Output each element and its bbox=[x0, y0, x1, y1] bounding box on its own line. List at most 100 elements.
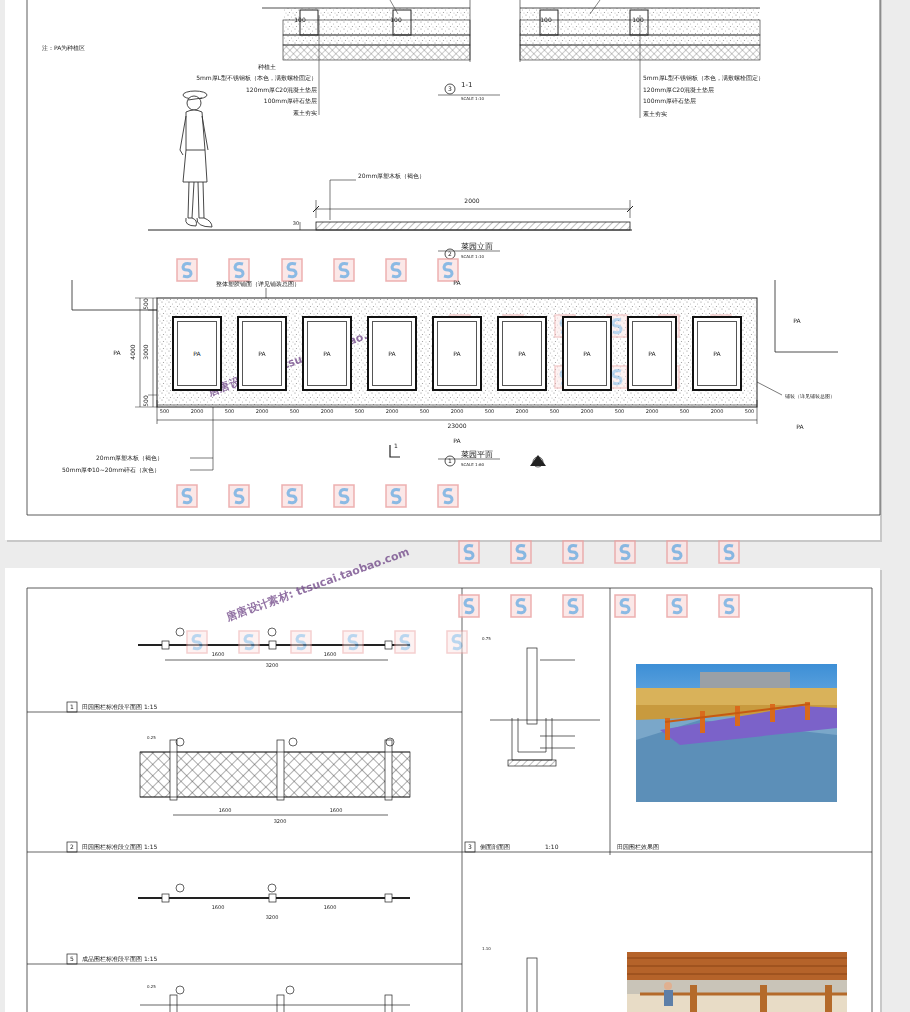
callout-number: 1 bbox=[70, 704, 74, 711]
material-label: 120mm厚C20混凝土垫层 bbox=[643, 87, 714, 94]
level-text: 0.25 bbox=[147, 985, 156, 989]
dimension-text: 500 bbox=[420, 409, 430, 415]
planting-box: PA bbox=[172, 316, 222, 391]
person-figure bbox=[180, 91, 212, 227]
dimension-text: 1600 bbox=[330, 808, 343, 814]
planting-box: PA bbox=[302, 316, 352, 391]
dimension-text: 500 bbox=[225, 409, 235, 415]
plan-drawing bbox=[72, 280, 838, 470]
dimension-text: 23000 bbox=[447, 423, 466, 430]
drawing-title: 1-1 bbox=[461, 82, 472, 90]
planting-box: PA bbox=[627, 316, 677, 391]
dimension-text: 1600 bbox=[212, 905, 225, 911]
dimension-text: 30 bbox=[293, 221, 299, 227]
dimension-text: 2000 bbox=[711, 409, 724, 415]
planting-box: PA bbox=[237, 316, 287, 391]
dimension-text: 500 bbox=[143, 298, 150, 309]
section-mark: 1 bbox=[394, 443, 398, 450]
dimension-text: 2000 bbox=[646, 409, 659, 415]
scale-text: SCALE 1:60 bbox=[461, 463, 484, 467]
material-label: 种植土 bbox=[258, 64, 276, 71]
section-detail bbox=[262, 0, 760, 118]
dimension-text: 3200 bbox=[266, 915, 279, 921]
dimension-text: 1600 bbox=[219, 808, 232, 814]
dimension-text: 3200 bbox=[274, 819, 287, 825]
area-label: PA bbox=[713, 350, 720, 357]
dimension-text: 2000 bbox=[516, 409, 529, 415]
planting-box: PA bbox=[367, 316, 417, 391]
dimension-text: 4000 bbox=[130, 344, 137, 359]
scale-text: 1:10 bbox=[545, 844, 558, 851]
planting-box: PA bbox=[692, 316, 742, 391]
material-label: 20mm厚塑木板（褐色） bbox=[358, 173, 425, 180]
dimension-text: 100 bbox=[294, 17, 305, 24]
area-label: PA bbox=[583, 350, 590, 357]
material-label: 铺装（详见铺装总图） bbox=[785, 394, 835, 400]
material-label: 整体塑胶铺面（详见铺装总图） bbox=[216, 281, 300, 288]
dimension-text: 2000 bbox=[464, 198, 479, 205]
area-label: PA bbox=[193, 350, 200, 357]
elevation-drawing bbox=[148, 180, 633, 259]
area-label: PA bbox=[388, 350, 395, 357]
scale-text: SCALE 1:10 bbox=[461, 97, 484, 101]
dimension-text: 500 bbox=[290, 409, 300, 415]
material-label: 120mm厚C20混凝土垫层 bbox=[246, 87, 317, 94]
dimension-text: 2000 bbox=[256, 409, 269, 415]
dimension-text: 1600 bbox=[212, 652, 225, 658]
material-label: 5mm厚L型不锈钢板（本色，满敷螺栓固定） bbox=[196, 75, 317, 82]
drawing-title: 成品围栏标准段平面图 1:15 bbox=[82, 956, 157, 963]
watermark: 唐唐设计素材: ttsucai.taobao.com bbox=[207, 321, 393, 399]
scale-text: SCALE 1:10 bbox=[461, 255, 484, 259]
dimension-text: 500 bbox=[680, 409, 690, 415]
drawing-title: 田园围栏效果图 bbox=[617, 844, 659, 851]
dimension-text: 2000 bbox=[321, 409, 334, 415]
callout-number: 5 bbox=[70, 956, 74, 963]
dimension-text: 3000 bbox=[143, 344, 150, 359]
material-label: 素土夯实 bbox=[643, 111, 667, 118]
dimension-text: 500 bbox=[745, 409, 755, 415]
dimension-text: 500 bbox=[355, 409, 365, 415]
material-label: 100mm厚碎石垫层 bbox=[264, 98, 317, 105]
fence-photo bbox=[627, 664, 847, 1012]
drawing-title: 菜园立面 bbox=[461, 243, 493, 252]
area-label: PA bbox=[453, 438, 460, 445]
area-label: PA bbox=[453, 350, 460, 357]
material-label: 20mm厚塑木板（褐色） bbox=[96, 455, 163, 462]
watermark: 唐唐设计素材: ttsucai.taobao.com bbox=[225, 546, 411, 624]
dimension-text: 100 bbox=[632, 17, 643, 24]
note-text: 注：PA为种植区 bbox=[42, 45, 85, 52]
dimension-text: 2000 bbox=[386, 409, 399, 415]
callout-number: 3 bbox=[448, 86, 452, 93]
dimension-text: 500 bbox=[485, 409, 495, 415]
dimension-text: 1600 bbox=[324, 652, 337, 658]
fence-drawings bbox=[27, 588, 872, 1012]
callout-number: 2 bbox=[70, 844, 74, 851]
drawing-title: 侧面剖面图 bbox=[480, 844, 510, 851]
area-label: PA bbox=[793, 318, 800, 325]
level-text: 1.10 bbox=[482, 947, 491, 951]
planting-box: PA bbox=[432, 316, 482, 391]
dimension-text: 500 bbox=[160, 409, 170, 415]
callout-number: 2 bbox=[448, 251, 452, 258]
drawing-title: 田园围栏标准段平面图 1:15 bbox=[82, 704, 157, 711]
area-label: PA bbox=[796, 424, 803, 431]
material-label: 5mm厚L型不锈钢板（本色，满敷螺栓固定） bbox=[643, 75, 764, 82]
area-label: PA bbox=[323, 350, 330, 357]
dimension-text: 2000 bbox=[191, 409, 204, 415]
area-label: PA bbox=[113, 350, 120, 357]
dimension-text: 100 bbox=[540, 17, 551, 24]
dimension-text: 3200 bbox=[266, 663, 279, 669]
material-label: 100mm厚碎石垫层 bbox=[643, 98, 696, 105]
drawing-title: 田园围栏标准段立面图 1:15 bbox=[82, 844, 157, 851]
planting-box: PA bbox=[562, 316, 612, 391]
drawing-title: 菜园平面 bbox=[461, 451, 493, 460]
dimension-text: 100 bbox=[390, 17, 401, 24]
callout-number: 3 bbox=[468, 844, 472, 851]
area-label: PA bbox=[518, 350, 525, 357]
material-label: 50mm厚Φ10~20mm碎石（灰色） bbox=[62, 467, 160, 474]
area-label: PA bbox=[453, 280, 460, 287]
dimension-text: 2000 bbox=[451, 409, 464, 415]
dimension-text: 2000 bbox=[581, 409, 594, 415]
